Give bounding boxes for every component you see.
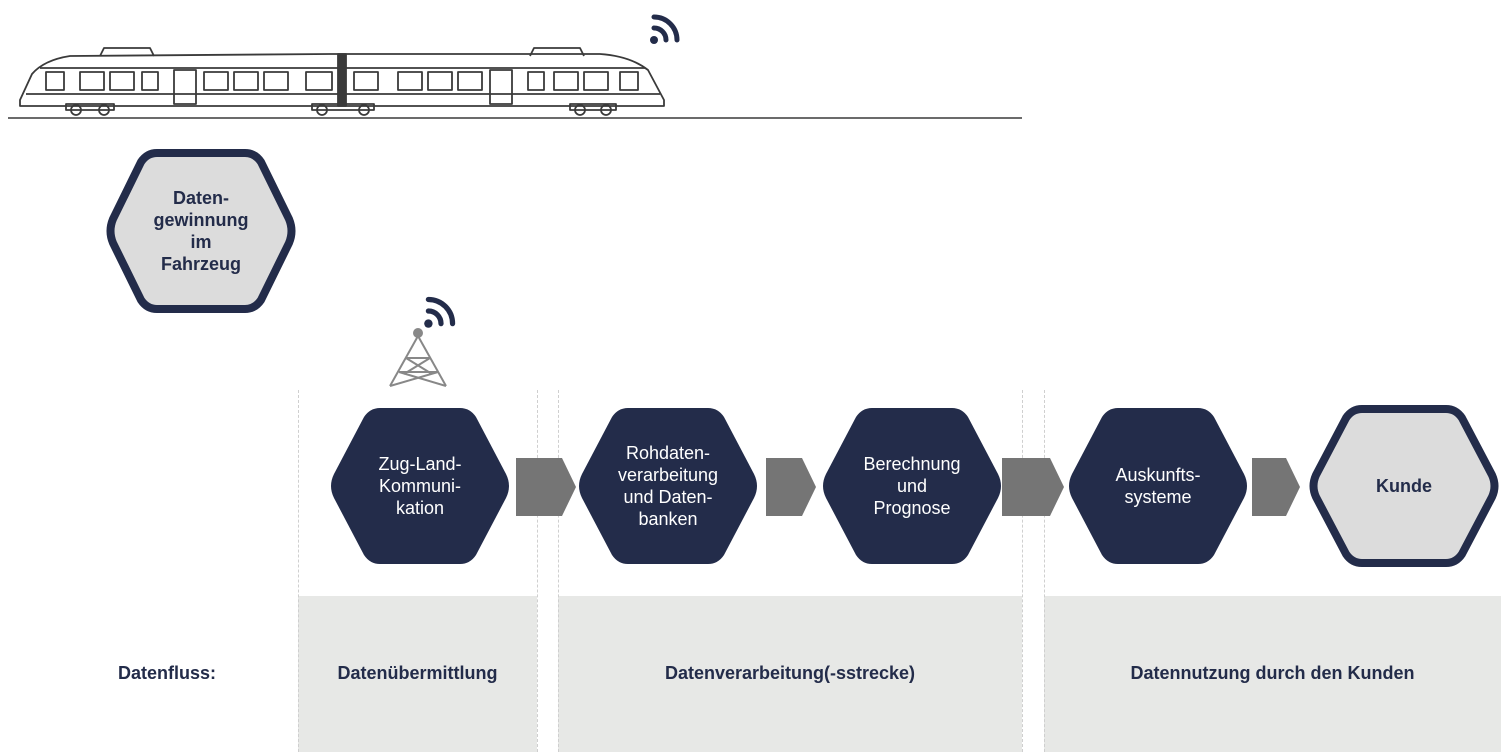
stage-label-rohdaten: Rohdaten- verarbeitung und Daten- banken — [617, 443, 719, 529]
regional-train-icon — [19, 47, 665, 116]
phase-label-verarbeitung: Datenverarbeitung(-sstrecke) — [664, 663, 916, 683]
hex-kunde — [1309, 405, 1499, 567]
phase-divider — [298, 390, 299, 752]
phase-band-verarbeitung — [558, 596, 1022, 752]
phase-band-nutzung — [1044, 596, 1501, 752]
phase-band-uebermittlung — [298, 596, 537, 752]
phase-label-uebermittlung: Datenübermittlung — [337, 663, 498, 683]
phase-divider — [1044, 390, 1045, 752]
train-illustration — [8, 47, 1022, 119]
hex-berechnung-prognose — [823, 408, 1001, 564]
arrow-right-icon — [516, 458, 576, 516]
hex-zug-land-kommunikation — [331, 408, 509, 564]
stage-label-zug-land: Zug-Land- Kommuni- kation — [378, 454, 462, 518]
hex-datengewinnung — [106, 149, 296, 313]
stage-label-kunde: Kunde — [1376, 476, 1432, 496]
stage-label-berechnung: Berechnung und Prognose — [863, 454, 961, 518]
hex-auskunftssysteme — [1069, 408, 1247, 564]
wifi-signal-icon — [650, 14, 680, 44]
datenfluss-label: Datenfluss: — [118, 663, 217, 683]
phase-divider — [537, 390, 538, 752]
arrow-right-icon — [1252, 458, 1300, 516]
arrow-right-icon — [766, 458, 816, 516]
phase-divider — [1022, 390, 1023, 752]
arrow-right-icon — [1002, 458, 1064, 516]
phase-label-nutzung: Datennutzung durch den Kunden — [1130, 663, 1415, 683]
stage-label-auskunft: Auskunfts- systeme — [1115, 465, 1201, 507]
radio-mast-icon — [389, 328, 447, 387]
phase-divider — [558, 390, 559, 752]
wifi-signal-icon — [424, 296, 456, 328]
stage-label-datengewinnung: Daten- gewinnung im Fahrzeug — [153, 188, 249, 274]
hex-rohdatenverarbeitung — [579, 408, 757, 564]
